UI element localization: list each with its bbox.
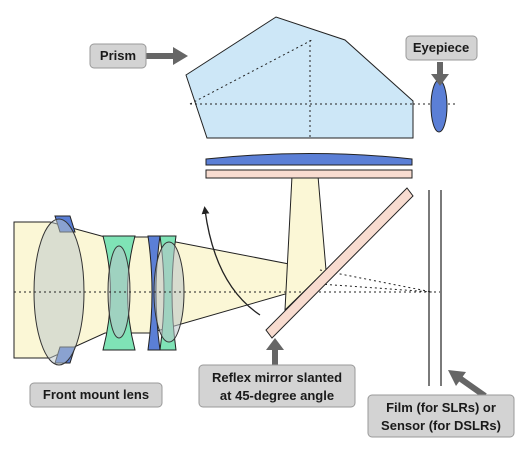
callout-eyepiece-label: Eyepiece — [413, 40, 469, 55]
mirror-swing-arrow — [201, 206, 261, 316]
callout-eyepiece: Eyepiece — [405, 35, 478, 61]
callout-film-line2: Sensor (for DSLRs) — [381, 418, 501, 433]
callout-front-lens: Front mount lens — [29, 382, 163, 408]
callout-arrows — [145, 47, 487, 399]
callout-film: Film (for SLRs) or Sensor (for DSLRs) — [367, 394, 515, 438]
callout-film-line1: Film (for SLRs) or — [386, 400, 496, 415]
focus-ray-bottom — [319, 283, 433, 293]
eyepiece-lens — [430, 79, 448, 133]
focusing-screen — [205, 169, 413, 179]
callout-mirror-line1: Reflex mirror slanted — [212, 370, 342, 385]
callout-prism-label: Prism — [100, 48, 136, 63]
callout-mirror: Reflex mirror slanted at 45-degree angle — [198, 364, 356, 408]
callout-mirror-line2: at 45-degree angle — [220, 388, 334, 403]
reflex-mirror — [265, 187, 414, 339]
focus-ray-top — [319, 269, 433, 293]
pentaprism — [185, 16, 414, 139]
prism-light-path — [189, 39, 413, 138]
callout-prism: Prism — [89, 43, 147, 69]
condenser-lens — [205, 153, 413, 166]
callout-front-lens-label: Front mount lens — [43, 387, 149, 402]
